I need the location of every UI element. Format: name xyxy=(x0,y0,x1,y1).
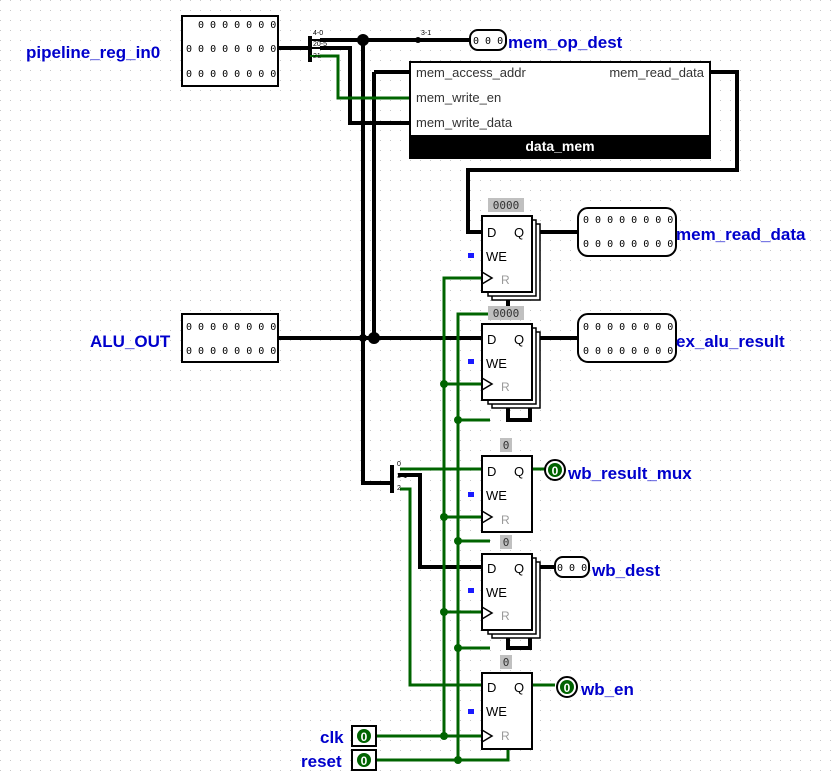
alu-out-row-1: 0 0 0 0 0 0 0 0 xyxy=(186,346,276,357)
mem-op-dest-box xyxy=(469,29,507,51)
register-1-value: 0000 xyxy=(493,199,520,212)
wb-dest-label: wb_dest xyxy=(591,561,660,580)
wb-dest-output: 0 0 0 wb_dest xyxy=(554,556,660,580)
register-ex-alu-result[interactable]: 0000 D Q WE R xyxy=(468,306,541,409)
pipeline-reg-in0-label: pipeline_reg_in0 xyxy=(26,43,160,62)
pipeline-reg-in0-row-2: 0 0 0 0 0 0 0 0 xyxy=(186,69,276,80)
wb-result-mux-value: 0 xyxy=(552,464,559,478)
reset-label: reset xyxy=(301,752,342,771)
alu-out-box[interactable] xyxy=(181,313,279,363)
splitter-branch-label: 3-1 xyxy=(421,30,431,37)
register-4-body[interactable] xyxy=(481,553,533,631)
register-2-value: 0000 xyxy=(493,307,520,320)
register-2-pin-d: D xyxy=(487,332,496,347)
data-mem-port-read-data: mem_read_data xyxy=(609,65,704,80)
register-1-pin-we: WE xyxy=(486,249,507,264)
mem-read-data-row-1: 0 0 0 0 0 0 0 0 xyxy=(583,239,673,250)
alu-out-label: ALU_OUT xyxy=(90,332,171,351)
wb-dest-box xyxy=(554,556,590,578)
register-4-pin-d: D xyxy=(487,561,496,576)
ex-alu-result-row-0: 0 0 0 0 0 0 0 0 xyxy=(583,322,673,333)
register-mem-read-data[interactable]: 0000 D Q WE R xyxy=(468,198,541,301)
data-mem-block[interactable]: data_mem mem_access_addr mem_write_en me… xyxy=(409,61,711,159)
ex-alu-result-label: ex_alu_result xyxy=(676,332,785,351)
pipeline-reg-in0-row-1: 0 0 0 0 0 0 0 0 xyxy=(186,44,276,55)
data-mem-port-addr: mem_access_addr xyxy=(416,65,526,80)
data-mem-port-write-data: mem_write_data xyxy=(416,115,513,130)
wb-en-value: 0 xyxy=(564,681,571,695)
splitter-bottom-label-0: 0 xyxy=(397,461,401,468)
mem-read-data-output: 0 0 0 0 0 0 0 0 0 0 0 0 0 0 0 0 mem_read… xyxy=(577,207,806,257)
splitter-top-label-2: 21 xyxy=(313,53,321,60)
register-5-value: 0 xyxy=(503,656,510,669)
ex-alu-result-row-1: 0 0 0 0 0 0 0 0 xyxy=(583,346,673,357)
reset-input[interactable]: reset 0 xyxy=(301,749,377,771)
register-4-pin-r: R xyxy=(501,609,510,623)
register-4-pin-we: WE xyxy=(486,585,507,600)
register-1-body[interactable] xyxy=(481,215,533,293)
register-2-pin-we: WE xyxy=(486,356,507,371)
register-1-value-box xyxy=(488,198,524,212)
register-3-body[interactable] xyxy=(481,455,533,533)
mem-op-dest-output: 0 0 0 mem_op_dest xyxy=(469,29,623,52)
wb-en-output: 0 wb_en xyxy=(556,676,634,699)
wb-dest-bits: 0 0 0 xyxy=(557,563,587,574)
pipeline-reg-in0-input[interactable]: pipeline_reg_in0 0 0 0 0 0 0 0 0 0 0 0 0… xyxy=(26,15,279,87)
wb-en-label: wb_en xyxy=(580,680,634,699)
data-mem-title: data_mem xyxy=(525,138,594,154)
register-wb-dest[interactable]: 0 D Q WE R xyxy=(468,535,541,639)
mem-op-dest-bits: 0 0 0 xyxy=(473,36,503,47)
splitter-top-label-1: 20-5 xyxy=(313,41,327,48)
register-5-value-box xyxy=(500,655,512,669)
register-1-pin-d: D xyxy=(487,225,496,240)
register-4-value-box xyxy=(500,535,512,549)
reset-value: 0 xyxy=(361,754,368,768)
splitter-bottom-label-2: 2 xyxy=(397,485,401,492)
register-4-value: 0 xyxy=(503,536,510,549)
ex-alu-result-box xyxy=(577,313,677,363)
mem-op-dest-label: mem_op_dest xyxy=(508,33,623,52)
register-3-pin-we: WE xyxy=(486,488,507,503)
splitter-top-label-0: 4-0 xyxy=(313,30,323,37)
alu-out-input[interactable]: ALU_OUT 0 0 0 0 0 0 0 0 0 0 0 0 0 0 0 0 xyxy=(90,313,279,363)
register-wb-en[interactable]: 0 D Q WE R xyxy=(468,655,533,750)
register-5-pin-we: WE xyxy=(486,704,507,719)
splitter-top: 4-0 20-5 21 3-1 xyxy=(308,30,431,62)
alu-out-row-0: 0 0 0 0 0 0 0 0 xyxy=(186,322,276,333)
register-2-value-box xyxy=(488,306,524,320)
register-1-pin-r: R xyxy=(501,273,510,287)
clk-label: clk xyxy=(320,728,344,747)
ex-alu-result-output: 0 0 0 0 0 0 0 0 0 0 0 0 0 0 0 0 ex_alu_r… xyxy=(577,313,785,363)
splitter-bottom: 0 3-1 2 xyxy=(390,461,407,493)
mem-read-data-box xyxy=(577,207,677,257)
register-5-pin-d: D xyxy=(487,680,496,695)
wb-result-mux-output: 0 wb_result_mux xyxy=(544,459,692,483)
register-2-body[interactable] xyxy=(481,323,533,401)
pipeline-reg-in0-box[interactable] xyxy=(181,15,279,87)
data-mem-port-write-en: mem_write_en xyxy=(416,90,501,105)
data-mem-title-bar xyxy=(410,135,710,158)
register-5-pin-q: Q xyxy=(514,680,524,695)
wb-result-mux-label: wb_result_mux xyxy=(567,464,692,483)
clk-input[interactable]: clk 0 xyxy=(320,725,377,747)
clk-value: 0 xyxy=(361,730,368,744)
mem-read-data-row-0: 0 0 0 0 0 0 0 0 xyxy=(583,215,673,226)
register-3-pin-d: D xyxy=(487,464,496,479)
register-wb-result-mux[interactable]: 0 D Q WE R xyxy=(468,438,533,533)
junction-dots xyxy=(357,34,462,764)
splitter-bottom-label-1: 3-1 xyxy=(397,473,407,480)
register-3-value: 0 xyxy=(503,439,510,452)
register-3-value-box xyxy=(500,438,512,452)
mem-read-data-label: mem_read_data xyxy=(676,225,806,244)
pipeline-reg-in0-row-0: 0 0 0 0 0 0 0 xyxy=(198,20,276,31)
register-3-pin-q: Q xyxy=(514,464,524,479)
register-1-pin-q: Q xyxy=(514,225,524,240)
register-2-pin-r: R xyxy=(501,380,510,394)
register-3-pin-r: R xyxy=(501,513,510,527)
register-5-pin-r: R xyxy=(501,729,510,743)
register-2-pin-q: Q xyxy=(514,332,524,347)
register-4-pin-q: Q xyxy=(514,561,524,576)
